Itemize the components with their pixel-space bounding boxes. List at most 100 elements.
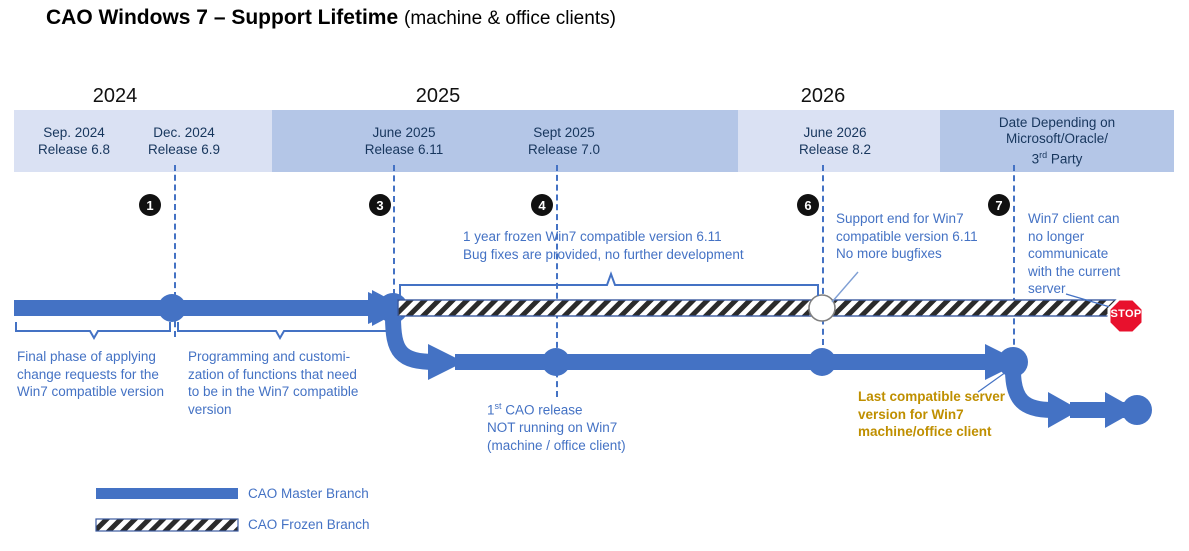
note-first-release: 1st CAO release NOT running on Win7 (mac… [487,398,626,454]
legend-swatch-frozen [95,518,239,532]
branch-node-future [998,347,1028,377]
note-win7-line1: Win7 client can [1028,211,1120,226]
band-cell-release: Release 6.11 [364,142,444,157]
page-title: CAO Windows 7 – Support Lifetime (machin… [46,6,616,30]
dashed-line-june-2026 [822,165,824,345]
leader-line-support-end [831,271,859,303]
band-cell-sept-2025: Sept 2025 Release 7.0 [499,110,629,172]
note-final-line1: Final phase of applying [17,349,156,364]
brace-frozen-period [399,271,819,296]
milestone-dot-dec-2024 [158,294,186,322]
note-win7-line5: server [1028,281,1066,296]
tail-end-dot [1122,395,1152,425]
band-cell-date: June 2026 [803,125,867,140]
note-last-compatible-line2: version for Win7 [858,406,964,422]
date-band: Sep. 2024 Release 6.8 Dec. 2024 Release … [14,110,1174,172]
band-cell-release: Release 8.2 [798,142,872,157]
band-depends-line3: 3rd Party [1032,147,1083,168]
master-branch-trunk [14,300,386,316]
milestone-dot-sept-2025 [542,348,570,376]
band-cell-date-depending: Date Depending on Microsoft/Oracle/ 3rd … [944,110,1170,172]
band-depends-ordinal: rd [1039,149,1048,160]
stop-sign-label: STOP [1110,308,1142,320]
year-label-2025: 2025 [415,85,461,107]
band-cell-date: Sep. 2024 [43,125,105,140]
note-first-release-line1: 1st CAO release [487,398,626,419]
tail-curve [1005,369,1053,418]
brace-final-phase [15,322,171,341]
note-last-compatible-line1: Last compatible server [858,389,1006,404]
note-support-line3: No more bugfixes [836,246,942,261]
note-first-release-num: 1 [487,402,495,418]
note-win7-line3: communicate [1028,246,1109,261]
stop-sign-icon [1107,297,1145,335]
note-support-line1: Support end for Win7 [836,211,964,226]
server-branch-line [455,354,1000,370]
leader-line-last-compatible [977,371,1007,393]
band-cell-june-2026: June 2026 Release 8.2 [765,110,905,172]
note-programming-line2: zation of functions that need [188,366,357,382]
marker-3[interactable]: 3 [369,194,391,216]
marker-1[interactable]: 1 [139,194,161,216]
note-final-phase: Final phase of applying change requests … [17,348,164,401]
note-frozen-line2: Bug fixes are provided, no further devel… [463,246,744,262]
dashed-line-dec-2024 [174,165,176,337]
band-depends-party: Party [1047,151,1083,167]
band-cell-date: Dec. 2024 [153,125,215,140]
note-final-line3: Win7 compatible version [17,384,165,399]
note-programming-line4: version [188,401,232,417]
note-win7-line4: with the current [1028,263,1121,279]
band-cell-sep-2024: Sep. 2024 Release 6.8 [14,110,134,172]
dashed-line-sept-2025 [556,165,558,397]
tail-arrow-1 [1048,392,1080,428]
band-cell-release: Release 6.8 [37,142,111,157]
note-programming-line3: to be in the Win7 compatible [188,384,359,399]
legend-label-master: CAO Master Branch [248,486,369,501]
note-last-compatible-line3: machine/office client [858,424,992,439]
band-cell-dec-2024: Dec. 2024 Release 6.9 [124,110,244,172]
server-branch-arrow-start [428,344,464,380]
note-win7-line2: no longer [1028,228,1085,244]
band-segment-2026 [738,110,940,172]
leader-line-stop [1065,293,1111,308]
note-support-end: Support end for Win7 compatible version … [836,210,978,263]
note-first-release-line3: (machine / office client) [487,437,626,453]
page-title-sub: (machine & office clients) [404,8,616,29]
tail-arrow-2 [1105,392,1137,428]
legend-label-frozen: CAO Frozen Branch [248,517,370,532]
note-final-line2: change requests for the [17,366,159,382]
band-segment-future [940,110,1174,172]
band-depends-num: 3 [1031,151,1040,167]
note-programming: Programming and customi- zation of funct… [188,348,358,418]
note-last-compatible: Last compatible server version for Win7 … [858,388,1005,441]
year-label-2026: 2026 [800,85,846,107]
note-frozen-line1: 1 year frozen Win7 compatible version 6.… [463,229,722,244]
note-win7-client: Win7 client can no longer communicate wi… [1028,210,1120,298]
milestone-dot-june-2026-server [808,348,836,376]
legend-swatch-master [96,488,238,499]
band-cell-date: June 2025 [372,125,436,140]
note-first-release-ordinal: st [494,401,502,411]
band-cell-release: Release 7.0 [527,142,601,157]
marker-4[interactable]: 4 [531,194,553,216]
frozen-branch-endpoint-circle [808,294,836,322]
band-segment-2024 [14,110,272,172]
band-cell-date: Sept 2025 [533,125,595,140]
branch-curve-down [385,315,437,370]
marker-7[interactable]: 7 [988,194,1010,216]
band-depends-line2: Microsoft/Oracle/ [1005,130,1109,146]
band-cell-release: Release 6.9 [147,142,221,157]
dashed-line-future [1013,165,1015,355]
year-label-2024: 2024 [92,85,138,107]
note-first-release-line2: NOT running on Win7 [487,420,618,435]
note-frozen-branch: 1 year frozen Win7 compatible version 6.… [463,228,744,263]
dashed-line-june-2025 [393,165,395,295]
band-segment-2025 [272,110,738,172]
note-programming-line1: Programming and customi- [188,349,351,364]
frozen-branch-line [397,299,1119,317]
band-cell-june-2025: June 2025 Release 6.11 [339,110,469,172]
brace-programming [177,322,389,341]
marker-6[interactable]: 6 [797,194,819,216]
page-title-main: CAO Windows 7 – Support Lifetime [46,6,399,29]
